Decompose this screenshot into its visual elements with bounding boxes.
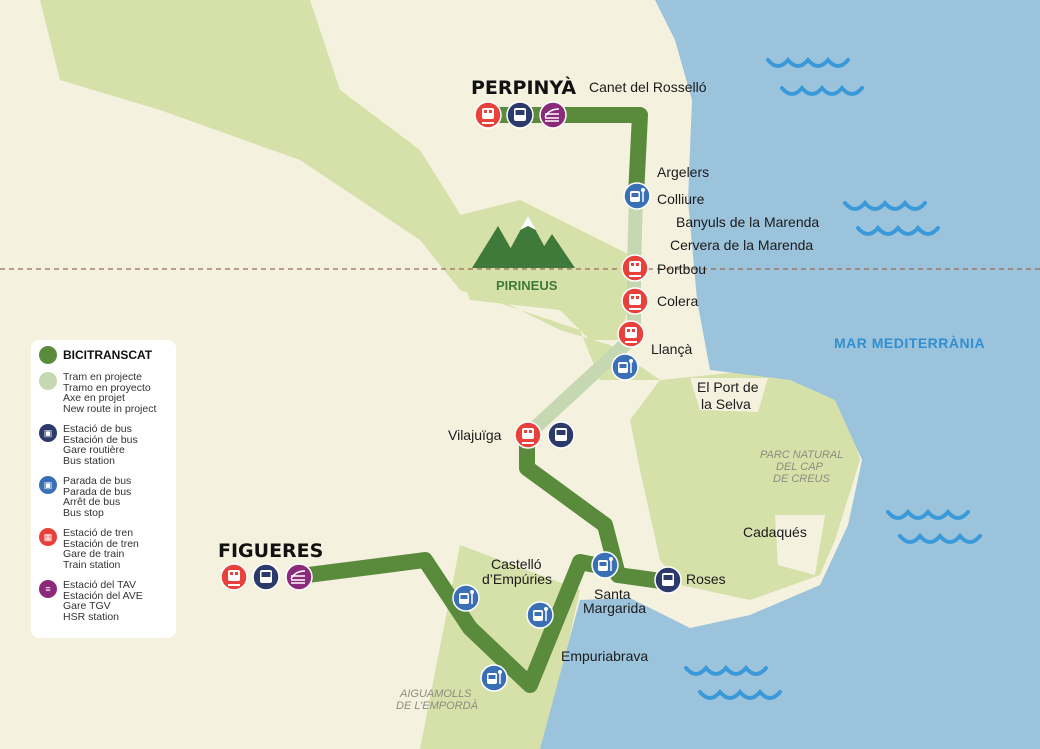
legend-label: Train station [63, 558, 121, 571]
pirineus-label: PIRINEUS [496, 278, 558, 293]
place-label: Empuriabrava [561, 648, 648, 664]
legend-bicitranscat: BICITRANSCAT [39, 346, 152, 364]
bus-station-icon: ▣ [39, 424, 57, 442]
hsr-station-icon [285, 563, 313, 591]
hsr-station-icon [539, 101, 567, 129]
place-label: Argelers [657, 164, 709, 180]
train-station-icon [617, 320, 645, 348]
train-station-icon [621, 254, 649, 282]
legend-label: Axe en projet [63, 392, 125, 404]
place-label: El Port de [697, 379, 759, 395]
park-label: PARC NATURAL [760, 449, 843, 461]
bus-stop-icon [591, 551, 619, 579]
sea-label: MAR MEDITERRÀNIA [834, 335, 985, 351]
place-label: Vilajuïga [448, 427, 502, 443]
place-label: Margarida [583, 600, 646, 616]
bus-stop-icon: ▣ [39, 476, 57, 494]
legend-label: Estació de bus [63, 423, 132, 435]
place-label: Santa [594, 586, 631, 602]
bus-stop-icon [611, 353, 639, 381]
sea [540, 0, 1040, 749]
legend-label: Estación de bus [63, 433, 138, 446]
train-station-icon [514, 421, 542, 449]
legend-label: Estación de tren [63, 537, 139, 550]
legend-label: Tram en projecte [63, 371, 142, 383]
bus-stop-icon [526, 601, 554, 629]
place-label: Canet del Rosselló [589, 79, 707, 95]
project-swatch-icon [39, 372, 57, 390]
place-label: Llançà [651, 341, 692, 357]
place-label: Roses [686, 571, 726, 587]
legend-label: Tramo en proyecto [63, 381, 151, 394]
legend-label: Estació de tren [63, 527, 134, 539]
legend-label: Estació del TAV [63, 579, 136, 591]
legend-label: BICITRANSCAT [63, 348, 153, 362]
place-label: Castelló [491, 556, 542, 572]
train-station-icon: ▦ [39, 528, 57, 546]
place-label: Colera [657, 293, 698, 309]
train-station-icon [621, 287, 649, 315]
mountains-icon [472, 216, 575, 268]
bus-station-icon [252, 563, 280, 591]
labels: PERPINYÀ FIGUERES Canet del Rosselló Arg… [218, 76, 985, 712]
legend-label: Gare routière [63, 444, 125, 456]
bus-stop-icon [480, 664, 508, 692]
legend-label: Arrêt de bus [63, 496, 121, 508]
cadaques-land [775, 515, 825, 575]
city-perpinya: PERPINYÀ [471, 76, 576, 99]
legend-label: Bus station [63, 454, 115, 467]
hsr-station-icon: ≡ [39, 580, 57, 598]
place-label: Cadaqués [743, 524, 807, 540]
bus-stop-icon [623, 182, 651, 210]
route-swatch-icon [39, 346, 57, 364]
park-label: AIGUAMOLLS [399, 688, 472, 700]
place-label: Banyuls de la Marenda [676, 214, 819, 230]
bicitranscat-routes [292, 107, 676, 693]
legend-label: Gare de train [63, 548, 125, 560]
place-label: Colliure [657, 191, 705, 207]
bus-stop-icon [452, 584, 480, 612]
legend-label: Gare TGV [63, 600, 111, 612]
legend-label: Parada de bus [63, 485, 132, 498]
city-figueres: FIGUERES [218, 540, 323, 562]
bus-station-icon [654, 566, 682, 594]
legend-label: Bus stop [63, 506, 104, 519]
legend-label: HSR station [63, 610, 120, 623]
place-label: d’Empúries [482, 571, 552, 587]
legend-label: Parada de bus [63, 475, 132, 487]
legend-label: New route in project [63, 402, 157, 415]
place-label: Cervera de la Marenda [670, 237, 813, 253]
park-label: DE L’EMPORDÀ [396, 699, 478, 712]
train-station-icon [474, 101, 502, 129]
park-label: DEL CAP [776, 461, 824, 473]
place-label: Portbou [657, 261, 706, 277]
bus-station-icon [547, 421, 575, 449]
train-station-icon [220, 563, 248, 591]
place-label: la Selva [701, 396, 751, 412]
port-selva-land [690, 378, 768, 412]
legend-label: Estación del AVE [63, 589, 143, 602]
park-label: DE CREUS [773, 473, 831, 485]
bus-station-icon [506, 101, 534, 129]
